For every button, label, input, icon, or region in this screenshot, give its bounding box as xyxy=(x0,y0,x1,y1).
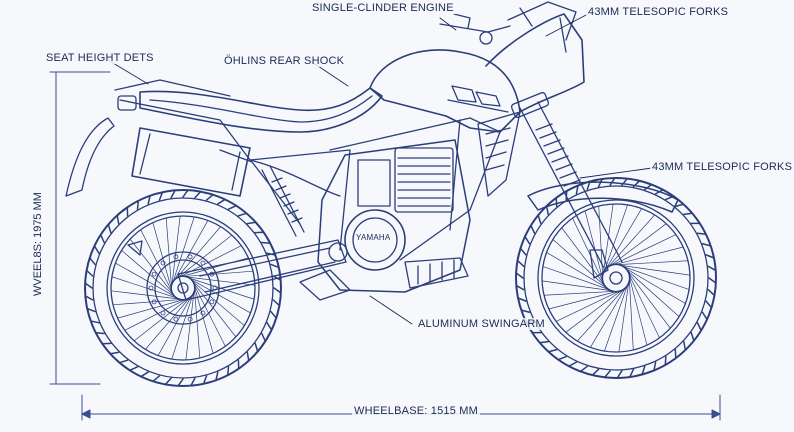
label-wheelbase: WHEELBASE: 1515 MM xyxy=(352,405,481,417)
label-rear-shock: ÖHLINS REAR SHOCK xyxy=(222,55,347,67)
motorcycle-line-drawing xyxy=(49,1,721,421)
label-vertical-dimension: WVEEL8S: 1975 MM xyxy=(32,192,44,296)
front-fork xyxy=(510,92,623,269)
radiator-shroud xyxy=(477,111,521,197)
engine xyxy=(299,139,471,301)
exhaust-muffler xyxy=(131,127,341,197)
fuel-tank xyxy=(369,49,521,133)
swingarm xyxy=(177,239,348,301)
rear-fender xyxy=(65,117,115,197)
label-forks-right: 43MM TELESOPIC FORKS xyxy=(650,161,794,173)
rear-wheel xyxy=(84,189,282,387)
tank-logo: YAMAHA xyxy=(356,233,391,242)
front-fender xyxy=(527,181,679,213)
label-swingarm: ALUMINUM SWINGARM xyxy=(416,318,547,330)
front-tire-tread xyxy=(515,177,717,379)
leader-lines xyxy=(107,13,653,325)
front-wheel-spokes xyxy=(541,203,691,353)
rear-wheel-spokes xyxy=(110,215,256,361)
rear-disc-holes xyxy=(148,254,218,322)
handlebars xyxy=(439,7,533,45)
label-forks-top: 43MM TELESOPIC FORKS xyxy=(586,6,731,18)
front-fairing xyxy=(485,1,585,113)
rear-subframe xyxy=(65,79,251,197)
front-wheel xyxy=(515,177,717,379)
tail-light xyxy=(117,95,137,111)
blueprint-canvas: YAMAHA SINGLE-CLINDER ENGINE 43MM TELESO… xyxy=(32,1,792,421)
label-seat-height: SEAT HEIGHT DETS xyxy=(44,52,156,64)
rear-tire-tread xyxy=(84,189,282,387)
front-brake-caliper xyxy=(589,249,609,279)
rear-brake-disc xyxy=(146,251,220,325)
seat xyxy=(139,87,383,133)
label-engine: SINGLE-CLINDER ENGINE xyxy=(310,2,456,14)
